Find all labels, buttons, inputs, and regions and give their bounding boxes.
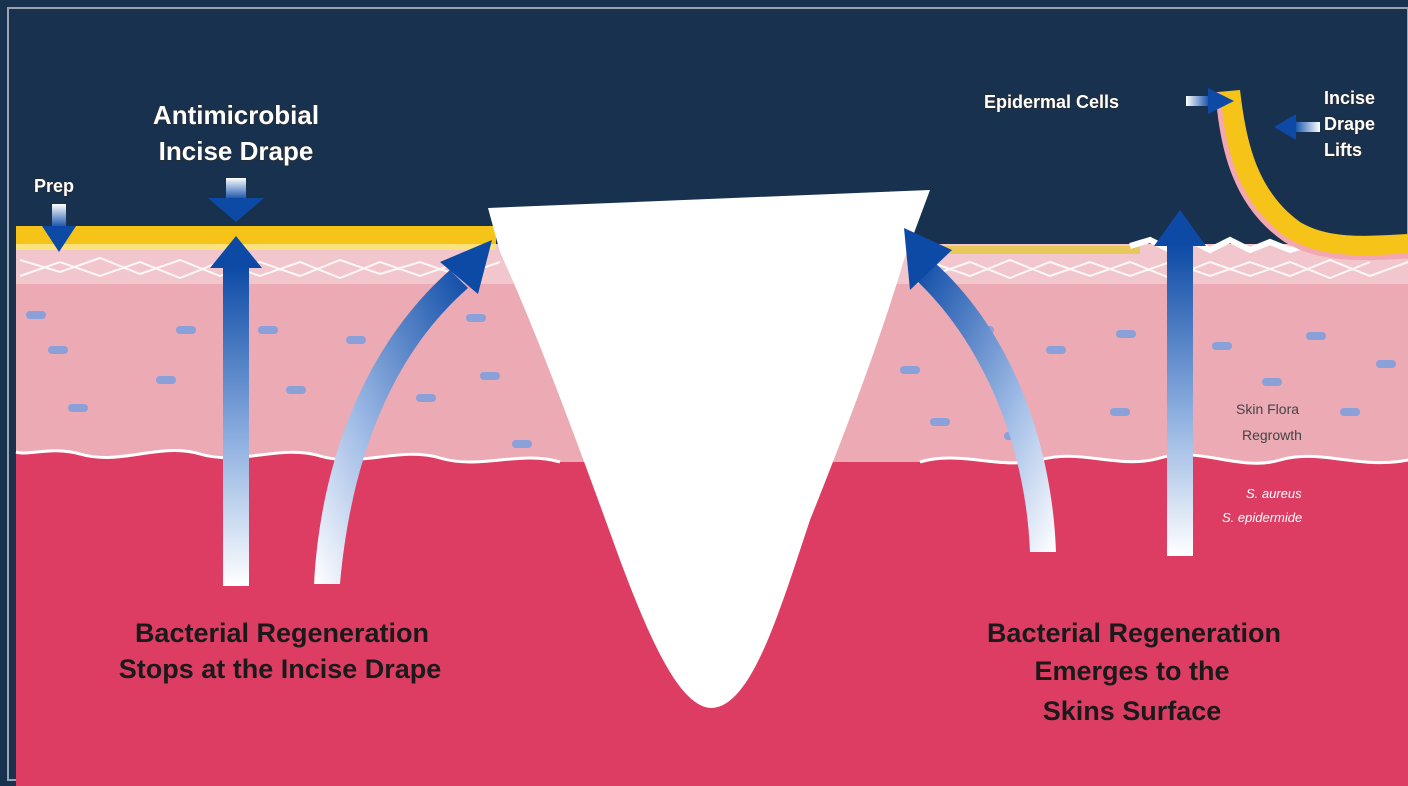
right-caption-line2: Emerges to the xyxy=(1034,656,1229,686)
cell xyxy=(258,326,278,334)
cell xyxy=(512,440,532,448)
species-label-line2: S. epidermide xyxy=(1222,510,1302,525)
cell xyxy=(286,386,306,394)
cell xyxy=(416,394,436,402)
left-caption-line2: Stops at the Incise Drape xyxy=(119,654,442,684)
cell xyxy=(346,336,366,344)
antimicrobial-label-line1: Antimicrobial xyxy=(153,100,319,130)
cell xyxy=(26,311,46,319)
prep-label: Prep xyxy=(34,176,74,196)
cell xyxy=(900,366,920,374)
cell xyxy=(1212,342,1232,350)
cell xyxy=(1376,360,1396,368)
antimicrobial-label-line2: Incise Drape xyxy=(159,136,314,166)
prep-layer-right xyxy=(940,246,1140,254)
skin-flora-label-line1: Skin Flora xyxy=(1236,401,1299,417)
cell xyxy=(1110,408,1130,416)
cell xyxy=(176,326,196,334)
cell xyxy=(68,404,88,412)
prep-layer-left xyxy=(16,244,496,250)
cell xyxy=(156,376,176,384)
right-caption-line1: Bacterial Regeneration xyxy=(987,618,1281,648)
incise-drape-lifts-line3: Lifts xyxy=(1324,140,1362,160)
right-caption-line3: Skins Surface xyxy=(1043,696,1222,726)
skin-flora-label-line2: Regrowth xyxy=(1242,427,1302,443)
cell xyxy=(48,346,68,354)
cell xyxy=(480,372,500,380)
cell xyxy=(1262,378,1282,386)
species-label-line1: S. aureus xyxy=(1246,486,1302,501)
cell xyxy=(1046,346,1066,354)
epidermal-cells-label: Epidermal Cells xyxy=(984,92,1119,112)
cell xyxy=(1340,408,1360,416)
left-caption-line1: Bacterial Regeneration xyxy=(135,618,429,648)
cell xyxy=(466,314,486,322)
cell xyxy=(930,418,950,426)
incise-drape-lifts-line1: Incise xyxy=(1324,88,1375,108)
cell xyxy=(1306,332,1326,340)
cell xyxy=(1116,330,1136,338)
incise-drape-lifts-line2: Drape xyxy=(1324,114,1375,134)
